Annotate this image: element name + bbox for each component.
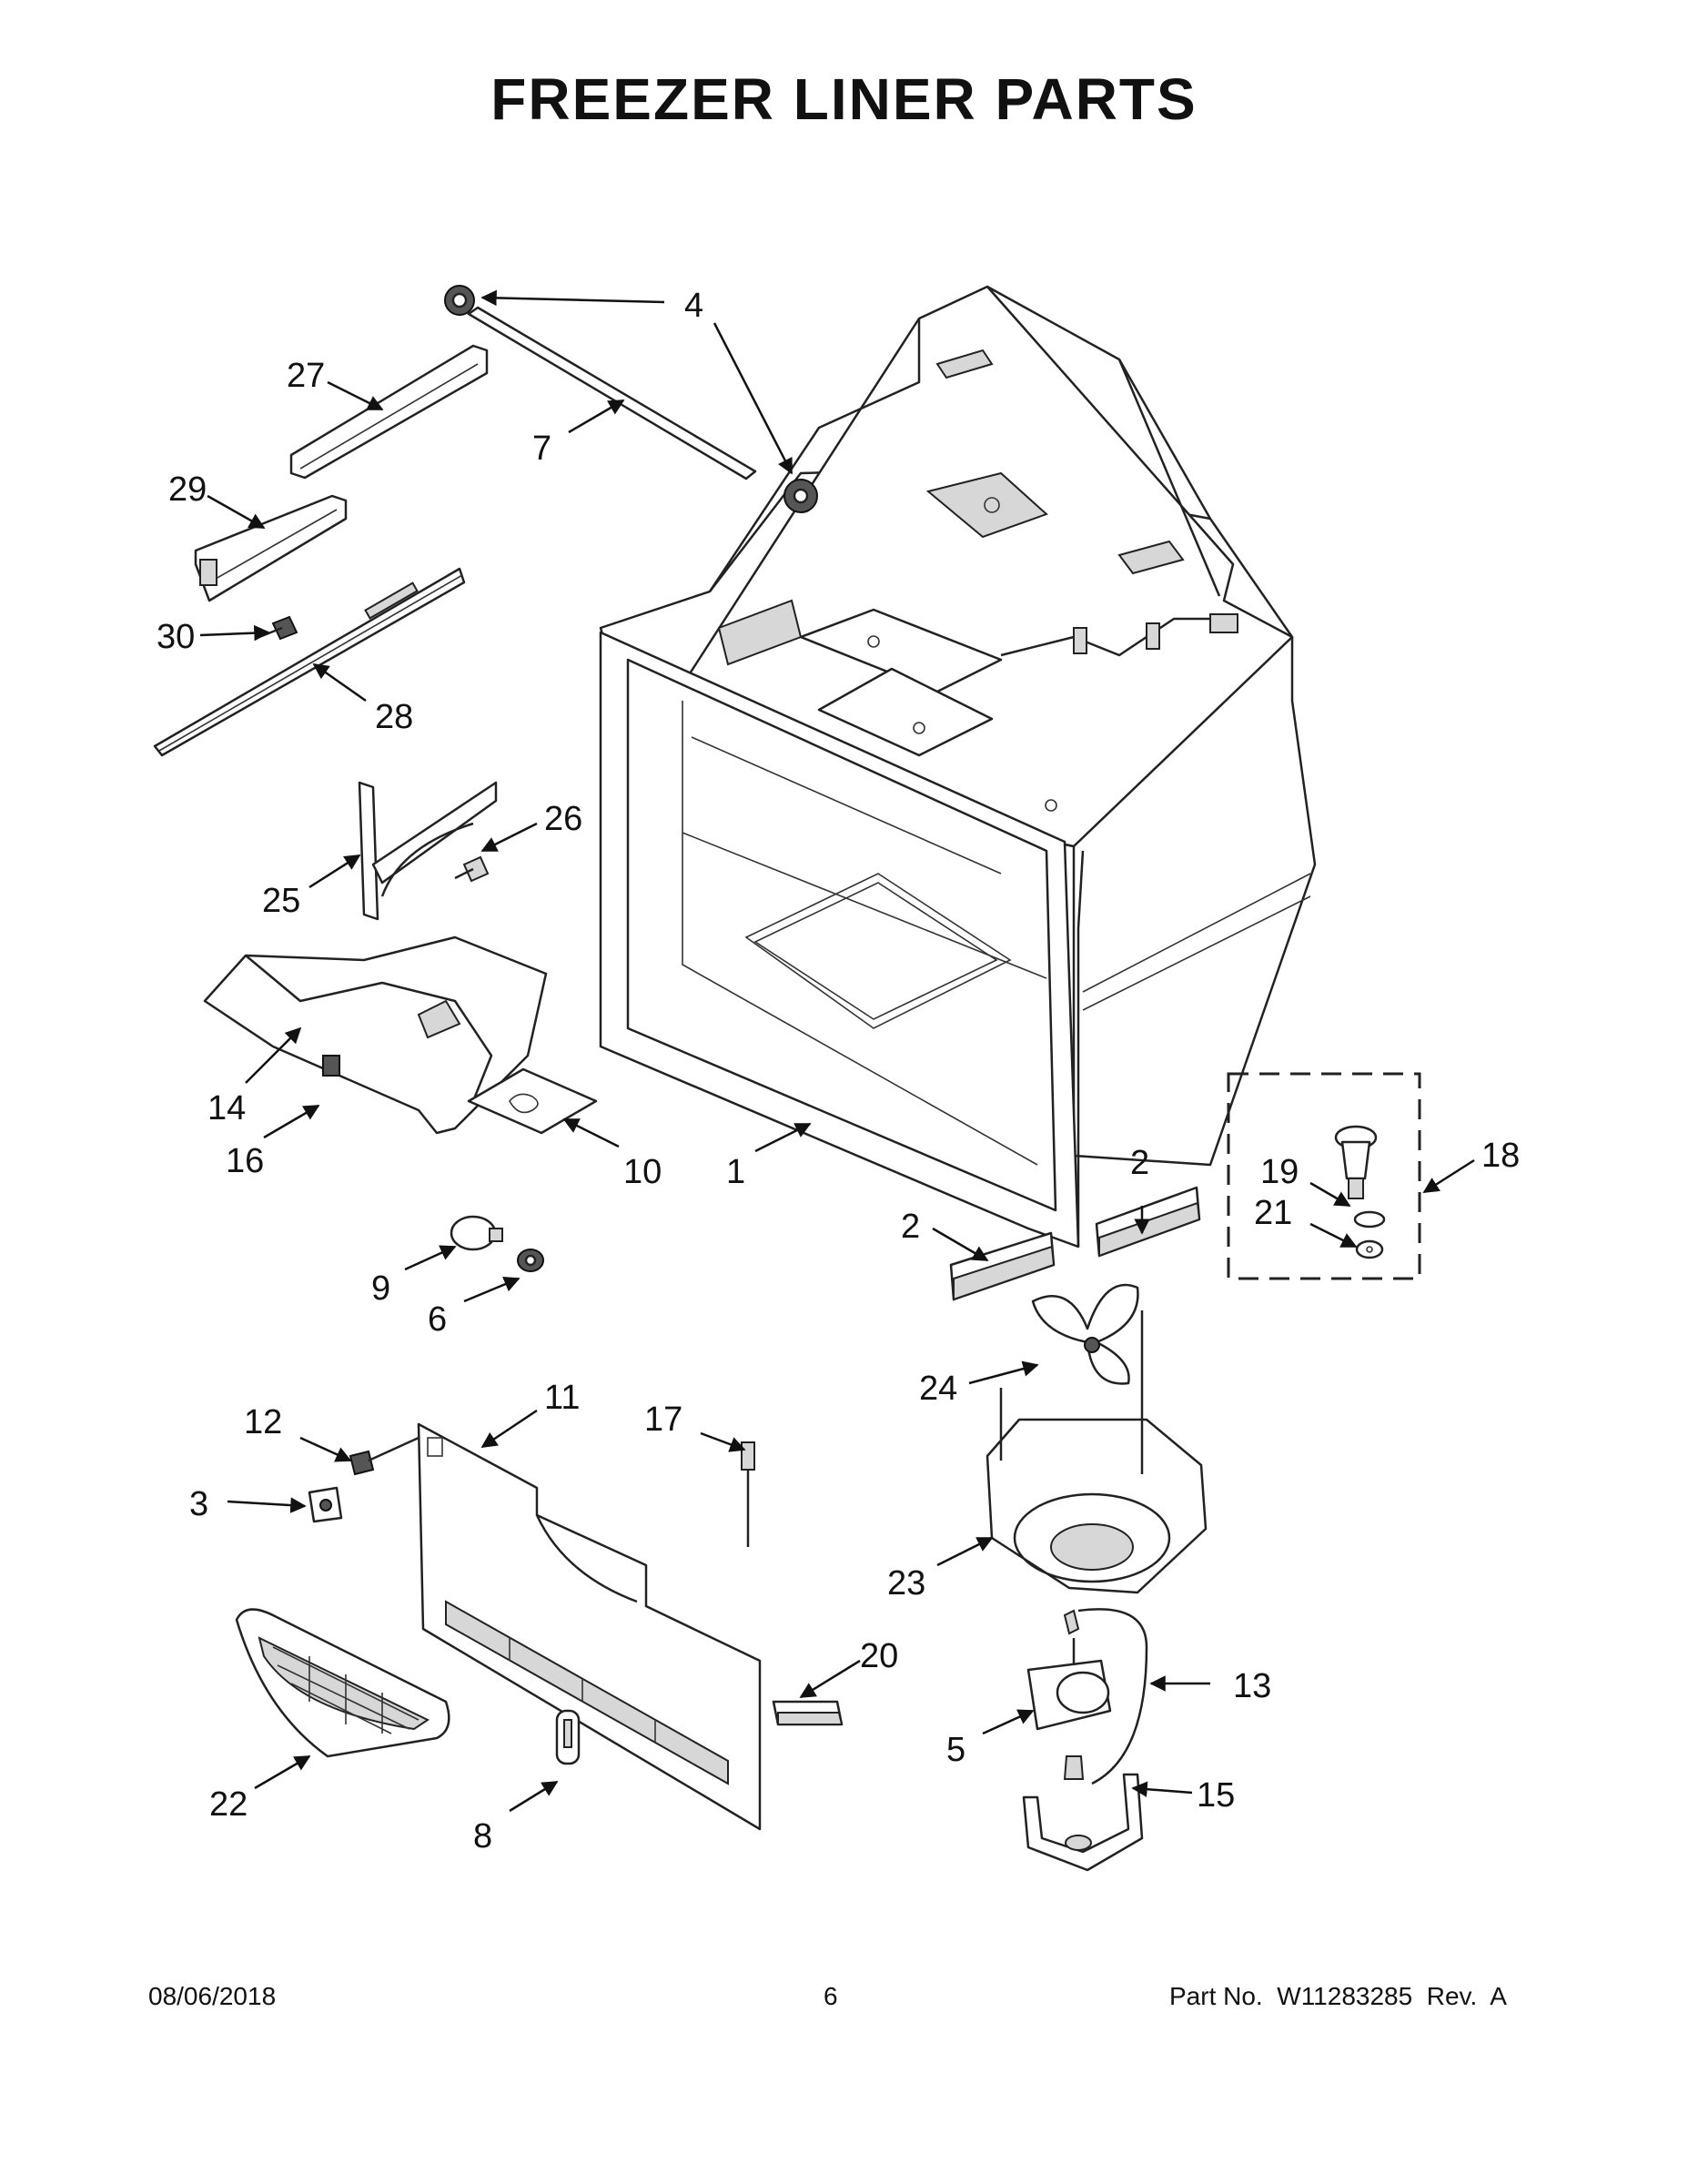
gasket-2b [1095, 1186, 1201, 1258]
callout-2b: 2 [1130, 1144, 1149, 1182]
callout-13: 13 [1233, 1667, 1271, 1705]
socket-6 [517, 1249, 544, 1272]
gasket-2a [949, 1231, 1056, 1301]
footer-page-number: 6 [824, 1982, 838, 2010]
rail-27 [289, 344, 489, 480]
slide-28 [153, 567, 466, 757]
fan-shroud-23 [986, 1310, 1208, 1594]
light-housing-14 [203, 935, 548, 1135]
strip-20 [772, 1700, 844, 1726]
callout-30: 30 [157, 618, 195, 656]
bracket-25 [358, 781, 498, 921]
shaft [467, 306, 757, 480]
footer-part-number: Part No. W11283285 Rev. A [1169, 1982, 1507, 2010]
callout-29: 29 [168, 470, 207, 509]
callout-28: 28 [375, 698, 413, 736]
callout-19: 19 [1260, 1153, 1299, 1191]
callout-20: 20 [860, 1637, 898, 1675]
grille-22 [235, 1608, 450, 1758]
callout-2a: 2 [901, 1208, 920, 1246]
callout-8: 8 [473, 1817, 492, 1855]
footer-date: 08/06/2018 [148, 1982, 277, 2010]
callout-labels: 4 27 7 29 30 28 26 25 14 16 10 1 2 2 18 … [157, 287, 1520, 1855]
callout-3: 3 [189, 1485, 208, 1523]
screw-30 [258, 615, 298, 641]
callout-18: 18 [1481, 1137, 1520, 1175]
callout-9: 9 [371, 1269, 390, 1308]
callout-16: 16 [226, 1142, 264, 1180]
callout-6: 6 [428, 1300, 447, 1339]
callout-12: 12 [244, 1403, 282, 1441]
thermistor-17 [741, 1441, 755, 1547]
callout-25: 25 [262, 882, 300, 920]
switch-16 [322, 1055, 340, 1077]
gear-bottom [783, 479, 818, 513]
callout-15: 15 [1197, 1776, 1235, 1815]
leader-lines [199, 289, 1475, 1813]
callout-21: 21 [1254, 1194, 1292, 1232]
callout-23: 23 [887, 1564, 925, 1603]
callout-22: 22 [209, 1785, 248, 1824]
screw-12 [349, 1436, 419, 1476]
callout-14: 14 [207, 1089, 246, 1127]
group-18 [1227, 1072, 1421, 1280]
page-title: FREEZER LINER PARTS [490, 66, 1198, 132]
panel-vents [445, 1600, 729, 1785]
callout-24: 24 [919, 1370, 957, 1408]
label-10 [467, 1067, 598, 1135]
wire-13 [1077, 1608, 1148, 1785]
callout-7: 7 [532, 430, 551, 468]
clip-8 [555, 1709, 581, 1765]
callout-10: 10 [623, 1153, 662, 1191]
screw-26 [454, 855, 490, 883]
freezer-liner [599, 285, 1317, 1249]
motor-bracket-15 [1022, 1773, 1144, 1872]
grille-vents [272, 1646, 419, 1734]
callout-1: 1 [726, 1153, 745, 1191]
bulb-9 [450, 1215, 503, 1251]
callout-5: 5 [946, 1731, 965, 1769]
callout-17: 17 [644, 1400, 682, 1439]
bracket-3 [308, 1486, 343, 1523]
callout-27: 27 [287, 357, 325, 395]
bracket-29 [194, 494, 348, 602]
fan-blade-24 [1031, 1283, 1139, 1385]
cover-panel-11 [417, 1422, 762, 1831]
callout-11: 11 [544, 1379, 580, 1417]
callout-26: 26 [544, 800, 582, 838]
callout-4: 4 [684, 287, 703, 325]
gear-top [444, 285, 475, 316]
motor-5 [1026, 1609, 1112, 1780]
